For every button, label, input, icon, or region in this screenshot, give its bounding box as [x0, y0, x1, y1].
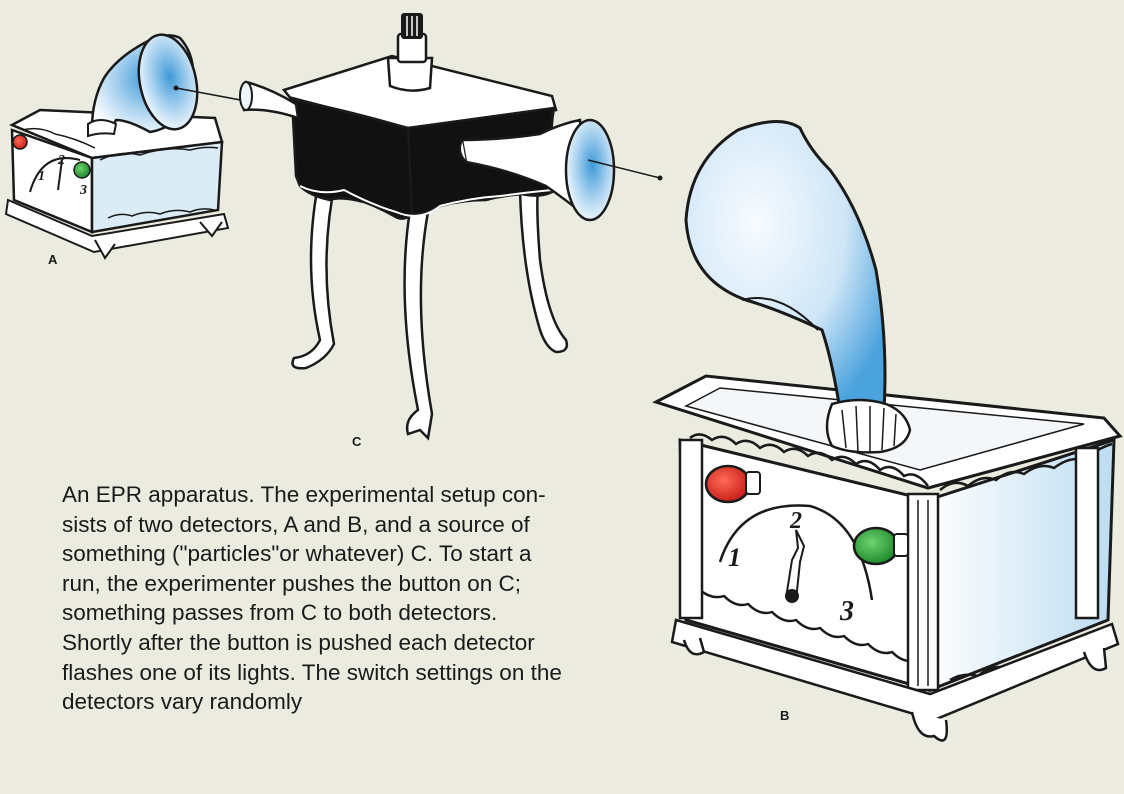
detector-b-label: B	[780, 708, 789, 723]
caption-line-2: sists of two detectors, A and B, and a s…	[62, 511, 530, 537]
dial-a-number-1: 1	[38, 169, 45, 184]
caption-line-5: something passes from C to both detector…	[62, 600, 498, 626]
caption-line-3: something ("particles"or whatever) C. To…	[62, 541, 532, 567]
source-c: C	[239, 13, 616, 449]
dial-a-number-3: 3	[79, 183, 87, 198]
dial-b-number-2: 2	[789, 508, 802, 534]
horn-icon	[684, 119, 912, 454]
dial-a-number-2: 2	[57, 153, 65, 168]
caption-line-1: An EPR apparatus. The experimental setup…	[62, 482, 546, 507]
red-light-icon	[12, 134, 28, 150]
source-c-label: C	[352, 434, 362, 449]
green-light-icon	[852, 526, 909, 566]
green-light-icon	[73, 161, 91, 179]
caption-line-4: run, the experimenter pushes the button …	[62, 570, 522, 596]
caption-line-7: flashes one of its lights. The switch se…	[62, 659, 562, 685]
dial-b-number-3: 3	[839, 596, 854, 627]
detector-a-label: A	[48, 252, 58, 267]
figure-caption: An EPR apparatus. The experimental setup…	[62, 480, 652, 717]
detector-b: 1 2 3 B	[652, 119, 1123, 742]
detector-a: 1 2 3 A	[4, 33, 230, 267]
red-light-icon	[704, 464, 761, 504]
caption-line-6: Shortly after the button is pushed each …	[62, 629, 535, 655]
horn-icon	[458, 118, 616, 222]
horn-icon	[87, 33, 199, 138]
button-icon	[386, 13, 434, 92]
beam-line-b	[587, 159, 661, 179]
caption-line-8: detectors vary randomly	[62, 689, 303, 715]
dial-b-number-1: 1	[728, 543, 741, 572]
